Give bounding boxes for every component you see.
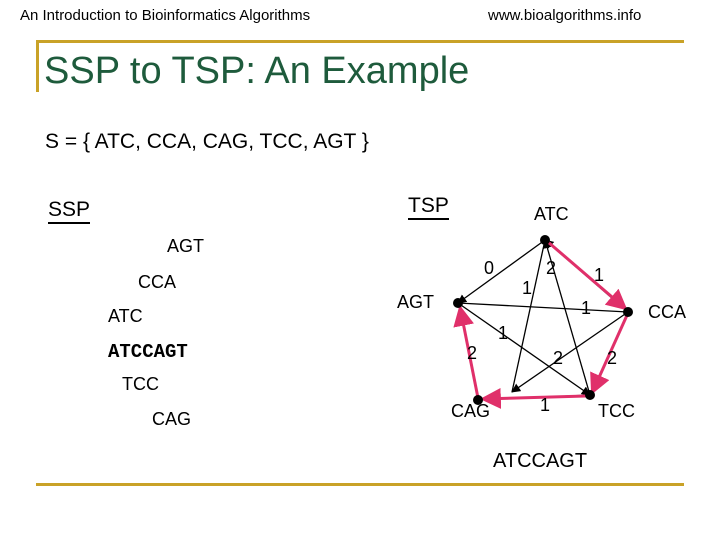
title-rule-top (36, 40, 684, 43)
node-tcc (585, 390, 595, 400)
weight-atc-cca: 1 (594, 265, 605, 285)
ssp-read-agt: AGT (167, 236, 205, 256)
path-cca-tcc (590, 312, 630, 395)
weight-agt-tcc: 1 (498, 323, 509, 343)
ssp-read-atc: ATC (108, 306, 143, 326)
ssp-read-cag: CAG (152, 409, 192, 429)
node-label-tcc: TCC (598, 401, 635, 421)
node-label-cag: CAG (451, 401, 491, 421)
node-cag (473, 395, 483, 405)
node-label-cca: CCA (648, 302, 687, 322)
edge-agt-tcc (457, 302, 591, 396)
edge-atc-agt (457, 239, 546, 304)
path-atc-cca (547, 240, 628, 311)
node-label-atc: ATC (534, 204, 569, 224)
edge-atc-tcc (542, 239, 591, 396)
weight-cca-cag: 2 (553, 348, 564, 368)
set-definition: S = { ATC, CCA, CAG, TCC, AGT } (45, 130, 369, 153)
bottom-rule (36, 483, 684, 486)
weight-cca-tcc: 2 (607, 348, 618, 368)
node-atc (540, 235, 550, 245)
node-cca (623, 307, 633, 317)
weight-agt-cca: 1 (581, 298, 592, 318)
ssp-label: SSP (48, 198, 91, 224)
node-agt (453, 298, 463, 308)
header-website: www.bioalgorithms.info (488, 7, 642, 24)
tsp-result-superstring: ATCCAGT (493, 450, 588, 472)
weight-atc-agt: 0 (484, 258, 495, 278)
ssp-read-cca: CCA (138, 272, 177, 292)
weight-atc-tcc: 2 (546, 258, 557, 278)
title-rule-left (36, 40, 39, 92)
path-tcc-cag (479, 387, 587, 409)
edge-atc-cag (511, 239, 546, 393)
weight-tcc-cag: 1 (540, 395, 551, 415)
weight-atc-cag: 1 (522, 278, 533, 298)
ssp-superstring: ATCCAGT (108, 341, 188, 363)
slide-title: SSP to TSP: An Example (44, 50, 470, 92)
edge-agt-cca (457, 302, 629, 313)
edge-cca-cag (511, 311, 629, 393)
weight-cag-agt: 2 (467, 343, 478, 363)
path-cag-agt (453, 304, 480, 399)
tsp-label: TSP (408, 194, 449, 220)
node-label-agt: AGT (397, 292, 435, 312)
ssp-read-tcc: TCC (122, 374, 159, 394)
header-course-title: An Introduction to Bioinformatics Algori… (20, 7, 311, 24)
